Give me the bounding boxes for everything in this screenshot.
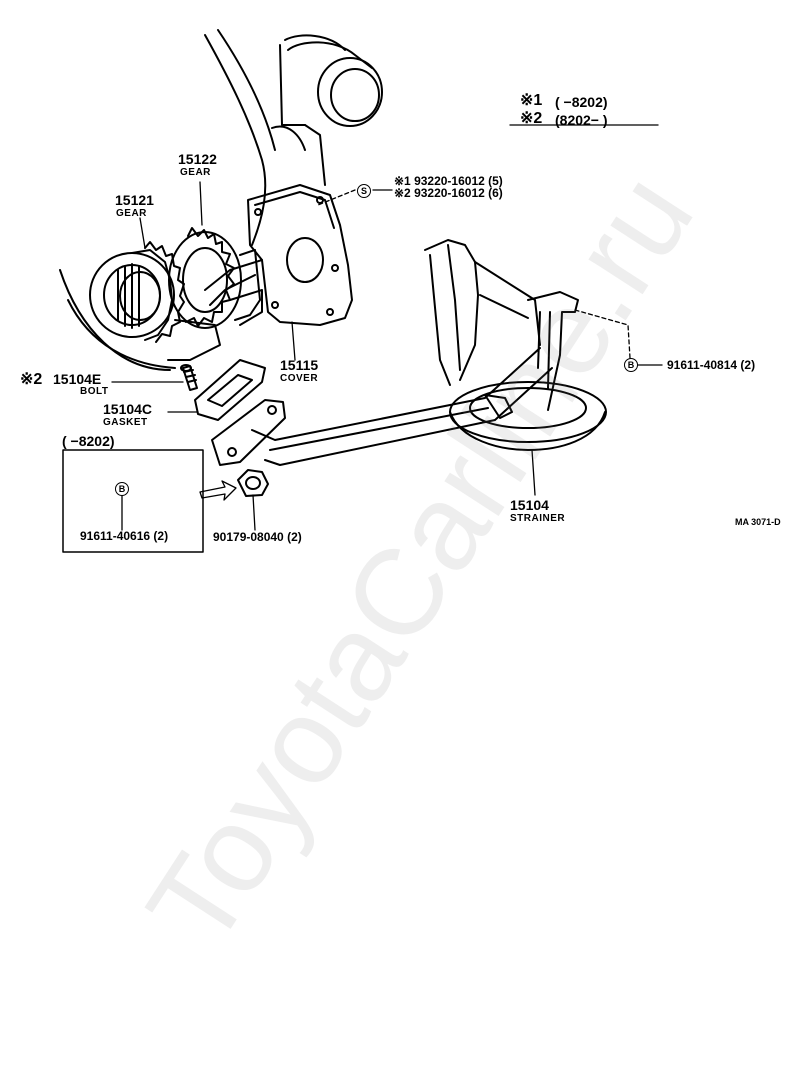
screw-part-line-2: ※2 93220-16012 (6) <box>394 186 503 200</box>
leader-lines <box>111 124 663 531</box>
part-number-15104c: 15104C <box>103 401 153 417</box>
bolt-mark: ※2 <box>20 371 43 388</box>
screw-symbol-s: S <box>357 184 371 198</box>
install-arrow <box>199 480 237 501</box>
legend-range-1: ( −8202) <box>555 94 608 110</box>
engine-block-outline <box>59 29 383 371</box>
gear-15122-drawing <box>168 227 261 329</box>
bolt-part-right: 91611-40814 (2) <box>667 358 756 372</box>
legend-mark-2: ※2 <box>520 110 543 127</box>
part-name-cover: COVER <box>280 373 319 384</box>
part-name-strainer: STRAINER <box>510 513 566 524</box>
cover-15115-drawing <box>204 184 353 326</box>
nut-part: 90179-08040 (2) <box>213 530 302 544</box>
strainer-15104-drawing <box>211 239 607 466</box>
gear-15121-drawing <box>89 241 185 343</box>
part-name-gasket: GASKET <box>103 417 148 428</box>
legend-range-2: (8202− ) <box>555 112 608 128</box>
diagram-code: MA 3071-D <box>735 517 781 527</box>
legend-mark-1: ※1 <box>520 92 543 109</box>
part-name-gear-15121: GEAR <box>116 208 147 219</box>
gasket-15104c-drawing <box>194 359 266 421</box>
bolt-symbol-b-inset: B <box>115 482 129 496</box>
nut-drawing <box>237 469 269 497</box>
screw-part-line-1: ※1 93220-16012 (5) <box>394 174 503 188</box>
part-number-15122: 15122 <box>178 151 217 167</box>
part-name-bolt: BOLT <box>80 386 109 397</box>
part-number-15104e: 15104E <box>53 371 102 387</box>
inset-part: 91611-40616 (2) <box>80 529 169 543</box>
bolt-15104e-drawing <box>180 364 198 391</box>
part-number-15115: 15115 <box>280 357 319 373</box>
inset-range: ( −8202) <box>62 433 115 449</box>
part-name-gear-15122: GEAR <box>180 167 211 178</box>
bolt-symbol-b-right: B <box>624 358 638 372</box>
pump-body-drawing <box>167 289 263 361</box>
inset-box <box>62 449 204 553</box>
part-number-15104: 15104 <box>510 497 549 513</box>
part-number-15121: 15121 <box>115 192 154 208</box>
